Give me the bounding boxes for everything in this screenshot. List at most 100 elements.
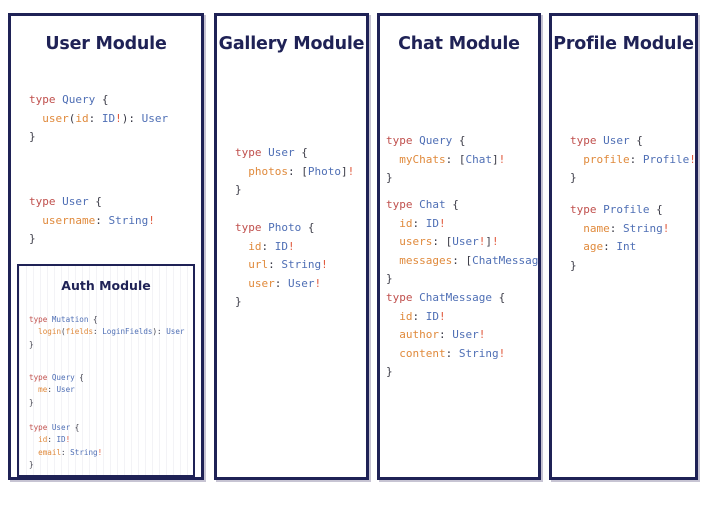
code-token: : [261, 239, 275, 253]
code-token: ( [61, 327, 66, 337]
code-line: type Chat { [386, 196, 538, 215]
code-token: { [88, 315, 98, 324]
code-token: { [445, 198, 459, 211]
code-line: id: ID! [29, 434, 102, 446]
code-token: { [649, 203, 663, 216]
module-panel-chat[interactable]: Chat Module type Query { myChats: [Chat]… [377, 13, 541, 480]
code-token: User [268, 146, 295, 159]
code-token [29, 112, 42, 125]
code-line: username: String! [29, 212, 155, 231]
code-token: Int [616, 240, 637, 254]
code-line: users: [User!]! [386, 233, 538, 252]
submodule-title-auth: Auth Module [61, 278, 151, 293]
code-line: } [386, 270, 538, 289]
code-block-user-query: type Query { user(id: ID!): User} [29, 91, 168, 147]
code-token: ): [152, 327, 167, 337]
code-token: ID [101, 111, 116, 125]
module-title-profile: Profile Module [553, 34, 694, 54]
code-block-chat-chat: type Chat { id: ID! users: [User!]! mess… [386, 196, 541, 289]
code-token: Mutation [51, 315, 89, 324]
code-token: } [570, 171, 577, 185]
code-token: : [439, 328, 453, 342]
code-token: Profile [642, 152, 690, 166]
code-line: email: String! [29, 447, 102, 459]
code-token: type [386, 134, 420, 147]
code-block-chat-query: type Query { myChats: [Chat]!} [386, 132, 505, 188]
module-panel-user[interactable]: User Module type Query { user(id: ID!): … [8, 13, 204, 480]
code-line: type User { [235, 144, 354, 163]
code-block-gallery-user: type User { photos: [Photo]!} [235, 144, 354, 200]
code-token [29, 327, 38, 336]
code-token: Query [51, 373, 75, 382]
code-block-user-user: type User { username: String!} [29, 193, 155, 249]
code-token [29, 448, 38, 457]
code-line: user: User! [235, 275, 328, 294]
code-token: User [51, 423, 71, 432]
code-token [570, 240, 583, 253]
code-token: author [399, 328, 439, 342]
code-token: : [609, 221, 623, 235]
module-panel-profile[interactable]: Profile Module type User { profile: Prof… [549, 13, 698, 480]
code-token: type [29, 93, 63, 106]
code-token: String [623, 221, 663, 235]
code-token: } [29, 460, 34, 470]
code-token [386, 254, 399, 267]
code-token: ! [439, 216, 446, 230]
code-token: : [47, 435, 57, 445]
code-line: } [235, 293, 328, 312]
code-line: messages: [ChatMessage]! [386, 252, 541, 271]
module-title-user: User Module [45, 34, 167, 54]
code-line: author: User! [386, 326, 505, 345]
code-line: user(id: ID!): User [29, 110, 168, 129]
code-line: } [386, 363, 505, 382]
code-token: ! [115, 111, 122, 125]
code-token: ! [347, 164, 355, 178]
code-token [386, 235, 399, 248]
code-token: : [ [452, 253, 473, 267]
code-token: ( [68, 111, 76, 125]
code-token: : [61, 447, 71, 457]
code-token: : [603, 240, 617, 254]
code-block-auth-mutation: type Mutation { login(fields: LoginField… [29, 314, 185, 351]
code-token: ChatMessage [419, 291, 492, 304]
code-line: } [386, 169, 505, 188]
code-token: ! [288, 239, 295, 253]
code-line: content: String! [386, 345, 505, 364]
code-token: ! [439, 309, 446, 323]
code-token: ChatMessage [472, 253, 541, 267]
code-token [29, 214, 42, 227]
code-line: login(fields: LoginFields): User [29, 326, 184, 338]
code-token: : [88, 111, 102, 125]
code-line: profile: Profile! [570, 151, 695, 170]
code-token: ! [662, 221, 670, 235]
code-token: users [399, 235, 433, 249]
module-panel-gallery[interactable]: Gallery Module type User { photos: [Phot… [214, 13, 369, 480]
code-line: me: User [29, 384, 84, 396]
code-token: Photo [307, 164, 341, 178]
code-token: ] [341, 164, 348, 178]
code-line: type Query { [29, 91, 168, 110]
code-line: } [235, 181, 354, 200]
code-token [235, 277, 248, 290]
code-token: type [29, 423, 52, 432]
code-token: type [570, 134, 604, 147]
code-line: type Query { [29, 372, 84, 384]
code-token: User [62, 195, 89, 208]
code-token: Query [62, 93, 96, 106]
code-token: ! [97, 447, 103, 457]
code-line: type Profile { [570, 201, 669, 220]
code-token [386, 153, 399, 166]
code-token: User [452, 328, 479, 342]
code-line: id: ID! [386, 308, 505, 327]
code-token: name [583, 221, 610, 235]
code-token: ] [485, 235, 492, 249]
code-token: me [38, 385, 48, 395]
code-token: messages [399, 253, 453, 267]
code-token: : [47, 385, 57, 395]
code-token: } [29, 232, 36, 246]
code-token: } [386, 272, 393, 286]
code-token: User [603, 134, 630, 147]
code-token: ! [314, 276, 322, 290]
submodule-panel-auth[interactable]: Auth Module type Mutation { login(fields… [17, 264, 195, 477]
